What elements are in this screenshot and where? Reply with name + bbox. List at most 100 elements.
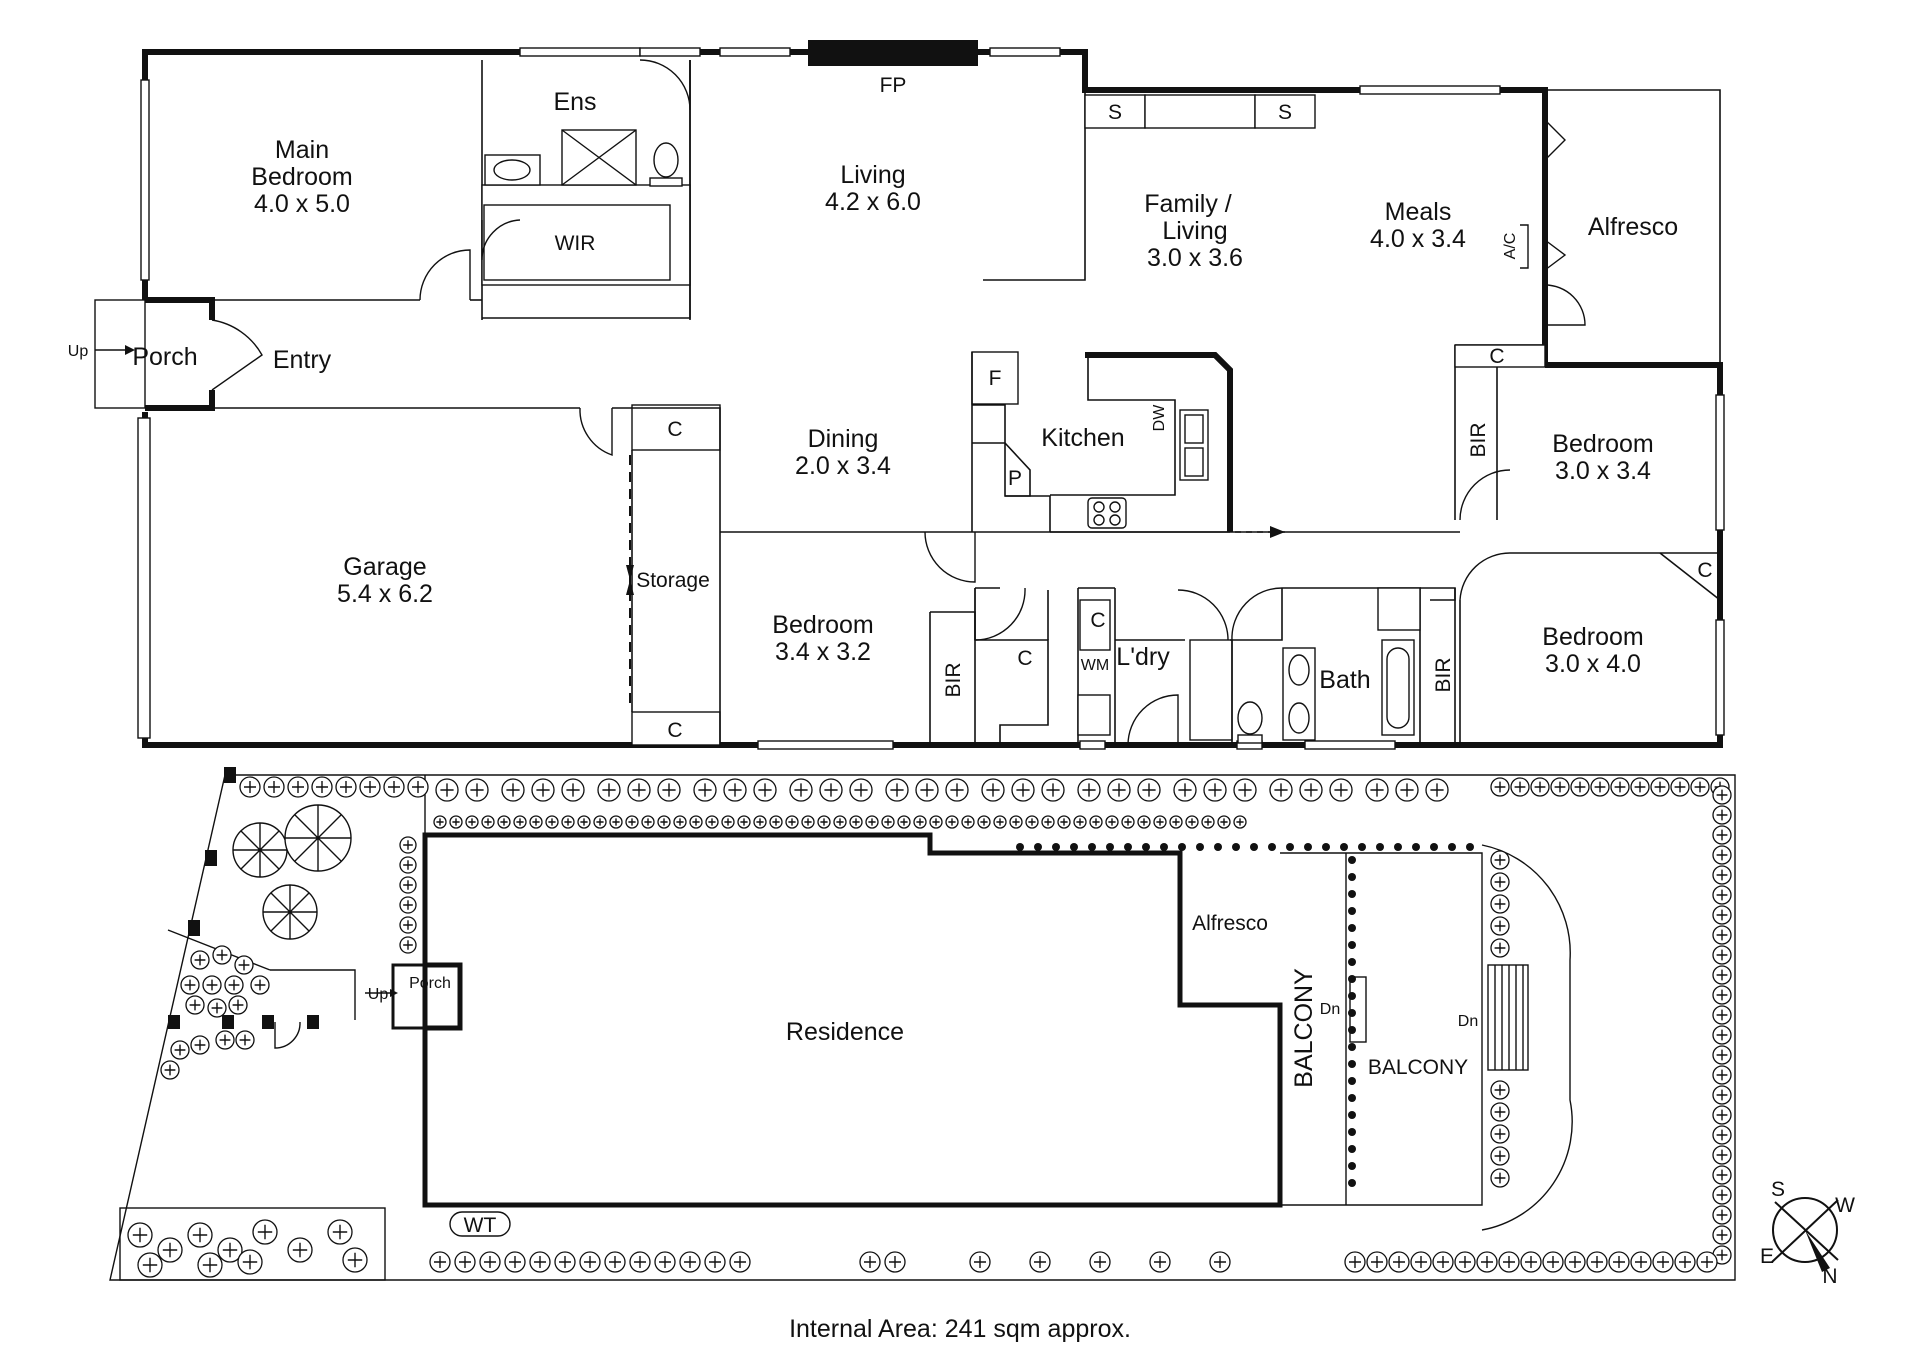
compass-s: S	[1771, 1178, 1785, 1201]
hedge-dot	[1348, 1128, 1356, 1136]
cupboard-label-garage-top: C	[667, 418, 682, 441]
porch-label: Porch	[132, 343, 197, 371]
dishwasher-label: DW	[1151, 404, 1168, 432]
hedge-dot	[1430, 843, 1438, 851]
garden-shrubs	[127, 776, 1732, 1278]
family-living-size: 3.0 x 3.6	[1147, 244, 1243, 272]
meals-size: 4.0 x 3.4	[1370, 225, 1466, 253]
hedge-dot	[1412, 843, 1420, 851]
bedroom-4-label: Bedroom	[1542, 623, 1643, 651]
hedge-dot	[1232, 843, 1240, 851]
hedge-dot	[1348, 975, 1356, 983]
hedge-dot	[1466, 843, 1474, 851]
hedge-dot	[1348, 1111, 1356, 1119]
hedge-dot	[1348, 924, 1356, 932]
alfresco-label: Alfresco	[1588, 213, 1678, 241]
bedroom-2-label: Bedroom	[1552, 430, 1653, 458]
dining-label: Dining	[808, 425, 879, 453]
site-balcony-2-label: BALCONY	[1368, 1056, 1468, 1079]
hedge-dot	[1348, 1060, 1356, 1068]
interior-walls	[145, 60, 1721, 746]
fixtures: S S F P DW C C C C C C WM	[484, 94, 1713, 744]
cupboard-label-bedroom: C	[1697, 559, 1712, 582]
cupboard-label-garage-bottom: C	[667, 719, 682, 742]
meals-label: Meals	[1385, 198, 1452, 226]
hedge-dot	[1348, 1094, 1356, 1102]
living-size: 4.2 x 6.0	[825, 188, 921, 216]
hedge-dot	[1142, 843, 1150, 851]
hedge-dot	[1016, 843, 1024, 851]
porch-up-arrow: Up	[68, 299, 146, 409]
compass-w: W	[1835, 1194, 1855, 1217]
compass-rose: S W E N	[1760, 1178, 1855, 1288]
hedge-dot	[1348, 1179, 1356, 1187]
shelf-label-2: S	[1278, 101, 1292, 124]
hedge-dot	[1348, 1162, 1356, 1170]
hedge-dot	[1196, 843, 1204, 851]
fridge-label: F	[989, 367, 1002, 390]
hedge-dot	[1348, 890, 1356, 898]
ensuite-label: Ens	[553, 88, 596, 116]
site-up-label: Up	[368, 986, 389, 1003]
hedge-dot	[1268, 843, 1276, 851]
cupboard-label-hall: C	[1017, 647, 1032, 670]
hedge-dot	[1304, 843, 1312, 851]
bir-label-1: BIR	[1467, 422, 1490, 457]
hedge-dot	[1178, 843, 1186, 851]
hedge-dot	[1070, 843, 1078, 851]
hedge-dot	[1250, 843, 1258, 851]
main-bedroom-size: 4.0 x 5.0	[254, 190, 350, 218]
washing-machine-label: WM	[1081, 657, 1109, 674]
bedroom-4-size: 3.0 x 4.0	[1545, 650, 1641, 678]
garage-size: 5.4 x 6.2	[337, 580, 433, 608]
family-living-label: Family /	[1144, 190, 1232, 218]
dining-size: 2.0 x 3.4	[795, 452, 891, 480]
hedge-dot	[1348, 1145, 1356, 1153]
room-labels: Main Bedroom 4.0 x 5.0 Ens WIR Living 4.…	[132, 88, 1678, 694]
bir-label-3: BIR	[1432, 657, 1455, 692]
site-porch-label: Porch	[409, 975, 451, 992]
site-residence-label: Residence	[786, 1018, 904, 1046]
storage-label: Storage	[636, 569, 710, 592]
exterior-walls	[142, 49, 1723, 748]
compass-e: E	[1760, 1245, 1774, 1268]
hedge-dot	[1348, 1077, 1356, 1085]
hedge-dot	[1348, 1026, 1356, 1034]
internal-area-caption: Internal Area: 241 sqm approx.	[789, 1315, 1131, 1343]
hedge-dot	[1322, 843, 1330, 851]
entry-label: Entry	[273, 346, 332, 374]
hedge-dot	[1448, 843, 1456, 851]
site-plan: Residence Alfresco Porch Up BALCONY BALC…	[109, 767, 1736, 1281]
windows	[137, 47, 1725, 750]
hedge-dot	[1124, 843, 1132, 851]
hedge-dot	[1160, 843, 1168, 851]
bath-label: Bath	[1319, 666, 1370, 694]
living-label: Living	[840, 161, 905, 189]
hedge-dot	[1348, 958, 1356, 966]
hedge-dot	[1348, 907, 1356, 915]
site-balcony-1-label: BALCONY	[1290, 968, 1318, 1088]
fireplace	[808, 40, 978, 66]
pantry-label: P	[1008, 467, 1022, 490]
site-down-1-label: Dn	[1320, 1001, 1340, 1018]
site-down-2-label: Dn	[1458, 1013, 1478, 1030]
hedge-dot	[1286, 843, 1294, 851]
hedge-dot	[1088, 843, 1096, 851]
hedge-dot	[1214, 843, 1222, 851]
fireplace-label: FP	[880, 74, 907, 97]
hedge-dot	[1106, 843, 1114, 851]
hedge-dot	[1394, 843, 1402, 851]
hedge-dot	[1052, 843, 1060, 851]
doors	[211, 59, 1586, 746]
kitchen-label: Kitchen	[1041, 424, 1124, 452]
hedge-dot	[1340, 843, 1348, 851]
garage-label: Garage	[343, 553, 426, 581]
hedge-dot	[1358, 843, 1366, 851]
hedge-dot	[1376, 843, 1384, 851]
laundry-label: L'dry	[1116, 643, 1170, 671]
hedge-dot	[1348, 1009, 1356, 1017]
hedge-dot	[1348, 873, 1356, 881]
family-living-label-2: Living	[1162, 217, 1227, 245]
bedroom-2-size: 3.0 x 3.4	[1555, 457, 1651, 485]
